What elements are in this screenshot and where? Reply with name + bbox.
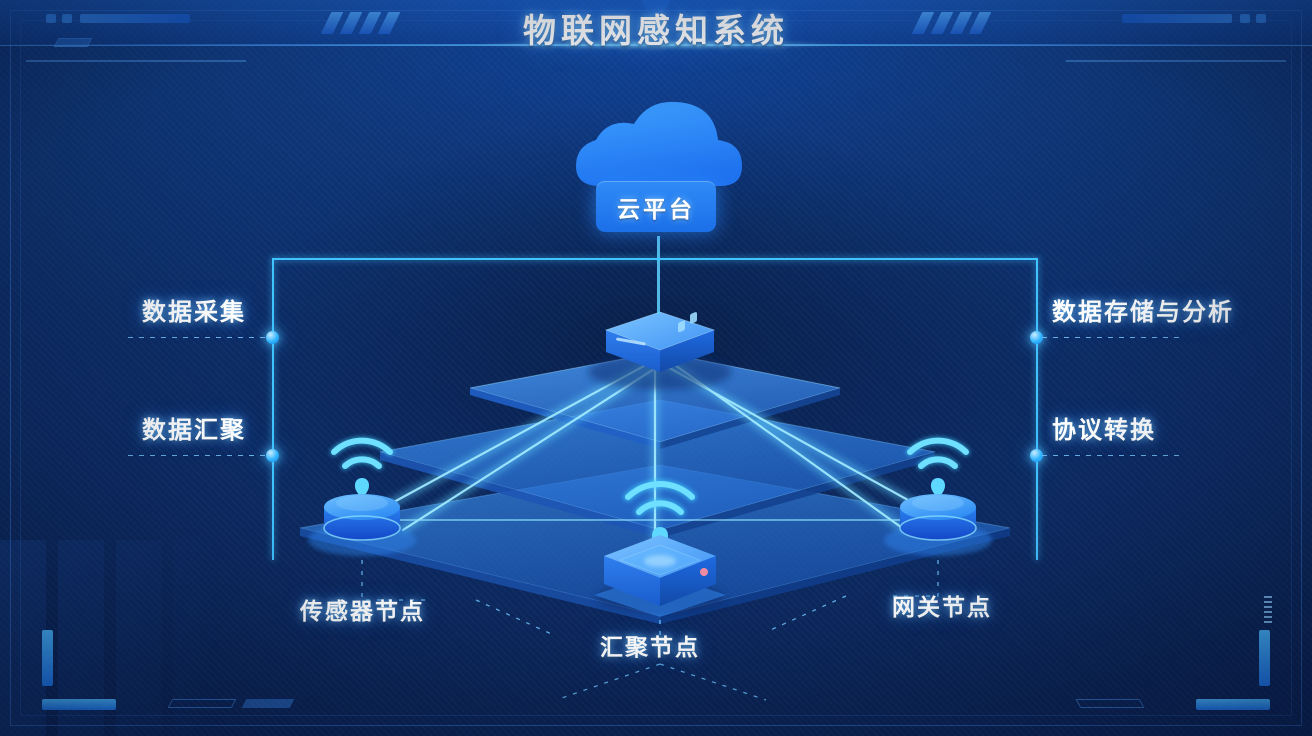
node-label-gateway: 网关节点 (892, 594, 992, 620)
left-rail-top (272, 258, 660, 260)
cloud-platform-button[interactable]: 云平台 (596, 181, 716, 232)
right-rail-top (660, 258, 1038, 260)
right-dash-1 (1042, 337, 1182, 338)
cloud-platform-label: 云平台 (617, 195, 695, 222)
left-dash-1 (128, 337, 268, 338)
left-dash-2 (128, 455, 268, 456)
page-title: 物联网感知系统 (523, 12, 789, 49)
right-dash-2 (1042, 455, 1182, 456)
title-banner: 物联网感知系统 (0, 0, 1312, 92)
node-label-aggregation: 汇聚节点 (600, 634, 700, 660)
left-label-data-collection: 数据采集 (142, 299, 246, 326)
router-device-icon (588, 210, 732, 390)
node-label-sensor: 传感器节点 (300, 598, 425, 624)
right-label-storage-analysis: 数据存储与分析 (1052, 299, 1234, 326)
left-rail-vertical (272, 258, 274, 560)
right-rail-vertical (1036, 258, 1038, 560)
cloud-icon (576, 101, 742, 186)
left-label-data-aggregation: 数据汇聚 (142, 417, 246, 444)
right-label-protocol-conversion: 协议转换 (1052, 417, 1156, 444)
